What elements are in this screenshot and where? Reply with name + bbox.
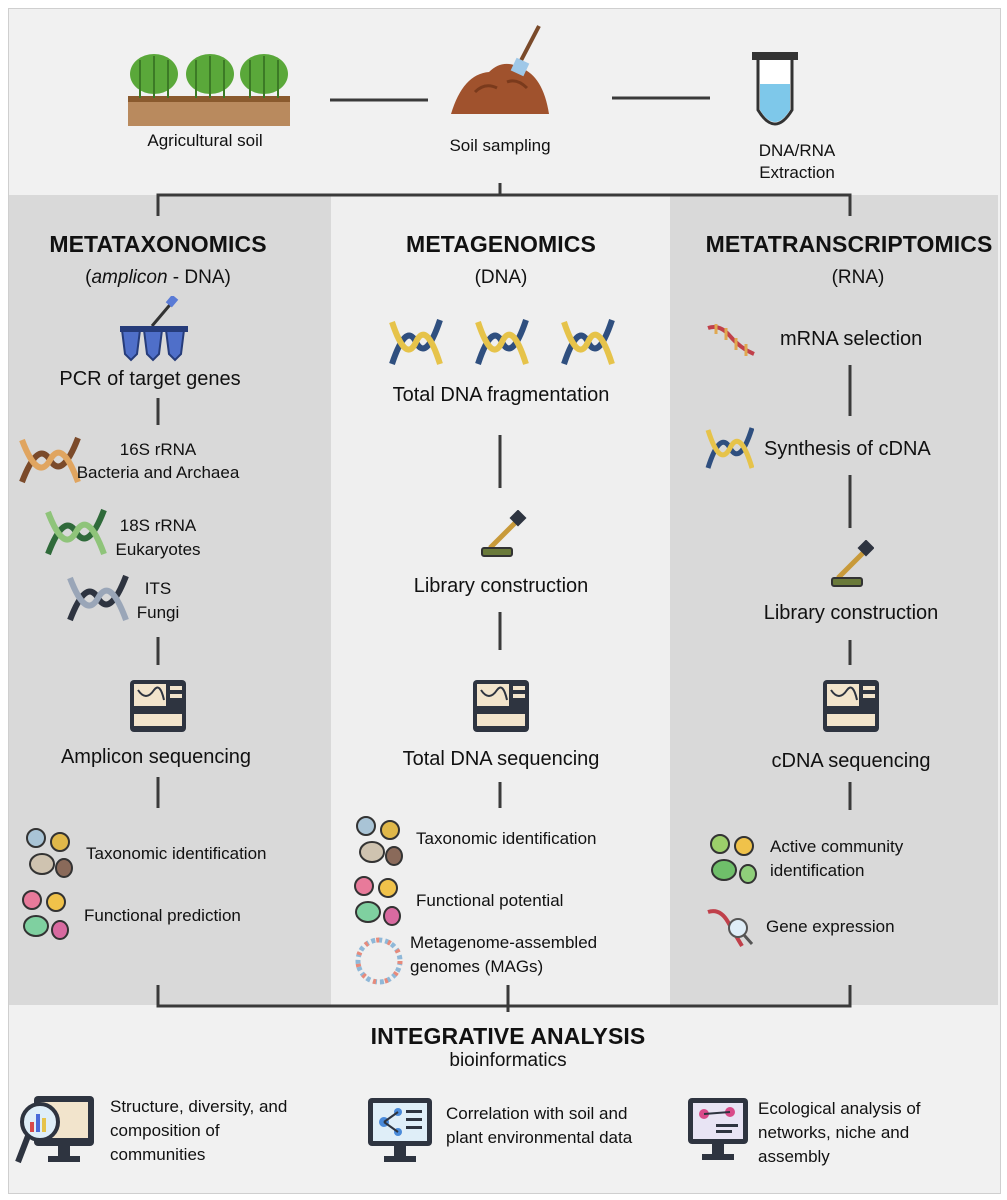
sequencer-icon-mid	[473, 680, 529, 732]
dna-its-icon	[67, 574, 129, 622]
mrna-strand-icon	[707, 324, 755, 356]
target-16s-line2: Bacteria and Archaea	[76, 463, 240, 482]
mag-circle-icon	[355, 937, 403, 985]
output-taxonomic-identification-left: Taxonomic identification	[86, 844, 267, 863]
library-construction-label-right: Library construction	[763, 602, 939, 624]
integrative-item2-line2: plant environmental data	[446, 1128, 633, 1147]
integrative-item3-line3: assembly	[758, 1147, 830, 1166]
cdna-icon	[705, 427, 754, 469]
integrative-item2-line1: Correlation with soil and	[446, 1104, 628, 1123]
metatranscriptomics-title: METATRANSCRIPTOMICS	[705, 231, 993, 257]
integrative-item1-line3: communities	[110, 1145, 206, 1164]
correlation-monitor-icon	[368, 1098, 432, 1162]
extraction-tube-icon	[752, 52, 798, 126]
soil-sampling-label: Soil sampling	[449, 136, 551, 155]
target-its-line2: Fungi	[136, 603, 180, 622]
amplicon-sequencing-label: Amplicon sequencing	[60, 746, 252, 768]
synthesis-cdna-label: Synthesis of cDNA	[764, 438, 931, 460]
target-18s-line1: 18S rRNA	[119, 516, 197, 535]
output-functional-prediction: Functional prediction	[84, 906, 241, 925]
metagenomics-title: METAGENOMICS	[406, 231, 596, 257]
active-community-icon	[710, 834, 757, 884]
output-functional-potential: Functional potential	[416, 891, 564, 910]
ecological-network-icon	[688, 1098, 748, 1160]
metataxonomics-subtitle: (amplicon - DNA)	[85, 267, 231, 288]
active-community-line2: identification	[770, 861, 865, 880]
integrative-item3-line1: Ecological analysis of	[758, 1099, 921, 1118]
microbes-taxonomy-icon-mid	[356, 816, 403, 866]
metatranscriptomics-subtitle: (RNA)	[831, 267, 885, 288]
agricultural-soil-label: Agricultural soil	[147, 131, 263, 150]
gene-expression-icon	[707, 909, 754, 948]
target-16s-line1: 16S rRNA	[119, 440, 197, 459]
mrna-selection-label: mRNA selection	[780, 328, 923, 350]
mags-label-line1: Metagenome-assembled	[410, 933, 598, 952]
extraction-label-line1: DNA/RNA	[758, 141, 836, 160]
target-its-line1: ITS	[144, 579, 172, 598]
sequencer-icon-right	[823, 680, 879, 732]
sequencer-icon	[130, 680, 186, 732]
integrative-item3-line2: networks, niche and	[758, 1123, 910, 1142]
active-community-line1: Active community	[770, 837, 904, 856]
dna-16s-icon	[19, 436, 81, 484]
integrative-title: INTEGRATIVE ANALYSIS	[370, 1023, 646, 1049]
pcr-tubes-icon	[120, 296, 188, 362]
extraction-label-line2: Extraction	[759, 163, 835, 182]
metagenomics-panel	[331, 195, 670, 1005]
community-analysis-icon	[15, 1096, 94, 1164]
integrative-item1-line1: Structure, diversity, and	[110, 1097, 288, 1116]
gene-expression-label: Gene expression	[766, 917, 895, 936]
total-dna-fragmentation-label: Total DNA fragmentation	[392, 384, 610, 406]
microbes-function-icon-mid	[354, 876, 401, 926]
cdna-sequencing-label: cDNA sequencing	[771, 750, 931, 772]
metagenomics-subtitle: (DNA)	[474, 267, 528, 288]
metataxonomics-title: METATAXONOMICS	[49, 231, 267, 257]
total-dna-sequencing-label: Total DNA sequencing	[402, 748, 600, 770]
agricultural-soil-icon	[128, 54, 290, 126]
dna-18s-icon	[45, 508, 107, 556]
pipette-icon-mid	[481, 510, 527, 557]
dna-fragment-icon-1	[389, 319, 443, 365]
pipette-icon-right	[831, 540, 874, 587]
integrative-subtitle: bioinformatics	[449, 1050, 567, 1071]
integrative-item1-line2: composition of	[110, 1121, 220, 1140]
dna-fragment-icon-3	[561, 319, 615, 365]
microbes-taxonomy-icon	[26, 828, 73, 878]
pcr-label: PCR of target genes	[59, 368, 241, 390]
dna-fragment-icon-2	[475, 319, 529, 365]
microbes-function-icon	[22, 890, 69, 940]
mags-label-line2: genomes (MAGs)	[410, 957, 544, 976]
library-construction-label-mid: Library construction	[413, 575, 589, 597]
output-taxonomic-identification-mid: Taxonomic identification	[416, 829, 597, 848]
soil-pile-icon	[451, 25, 549, 114]
target-18s-line2: Eukaryotes	[115, 540, 201, 559]
